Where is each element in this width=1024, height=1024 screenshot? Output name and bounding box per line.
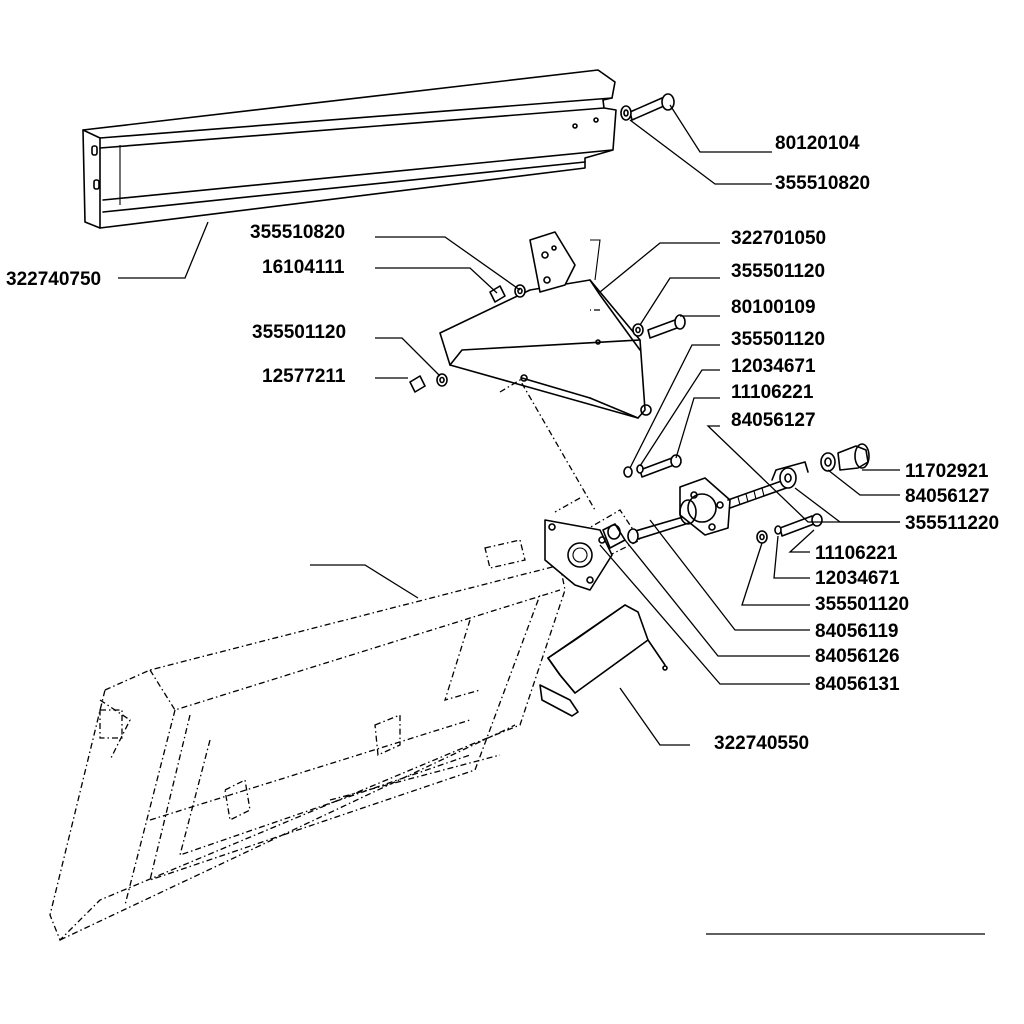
label-lockwasher-right: 12034671 xyxy=(731,356,816,377)
label-bushing: 84056126 xyxy=(815,646,900,667)
label-lockwasher-lower: 12034671 xyxy=(815,568,900,589)
label-washer-lower: 355501120 xyxy=(815,594,909,615)
label-knob: 11702921 xyxy=(905,461,989,482)
beam-channel xyxy=(82,69,617,229)
guard-bracket xyxy=(539,604,668,717)
label-plate: 322701050 xyxy=(731,228,826,249)
flange-plate xyxy=(544,519,613,591)
frame-assembly xyxy=(49,239,641,942)
label-bolt-top: 80120104 xyxy=(775,133,860,154)
mounting-plate xyxy=(439,231,652,419)
label-bolt-right: 80100109 xyxy=(731,297,816,318)
label-beam: 322740750 xyxy=(6,269,101,290)
label-shaft: 84056119 xyxy=(815,621,899,642)
part-labels: 80120104 355510820 322740750 355510820 1… xyxy=(6,133,999,754)
label-nut-bracket: 16104111 xyxy=(262,257,345,278)
label-screw-lower: 11106221 xyxy=(815,543,898,564)
label-pin-lower: 84056127 xyxy=(905,486,990,507)
label-guard: 322740550 xyxy=(714,733,809,754)
label-washer-right-1: 355501120 xyxy=(731,261,825,282)
shaft-assembly xyxy=(627,477,731,544)
label-washer-top: 355510820 xyxy=(775,173,870,194)
leader-lines xyxy=(118,104,985,935)
label-washer-left: 355501120 xyxy=(252,322,346,343)
pin-and-knob xyxy=(727,443,870,509)
label-flange: 84056131 xyxy=(815,674,900,695)
label-washer-bracket: 355510820 xyxy=(250,222,345,243)
label-screw-right: 11106221 xyxy=(731,382,814,403)
label-washer-knob: 355511220 xyxy=(905,513,999,534)
label-washer-right-2: 355501120 xyxy=(731,329,825,350)
label-pin-upper: 84056127 xyxy=(731,410,816,431)
label-nut-left: 12577211 xyxy=(262,366,346,387)
